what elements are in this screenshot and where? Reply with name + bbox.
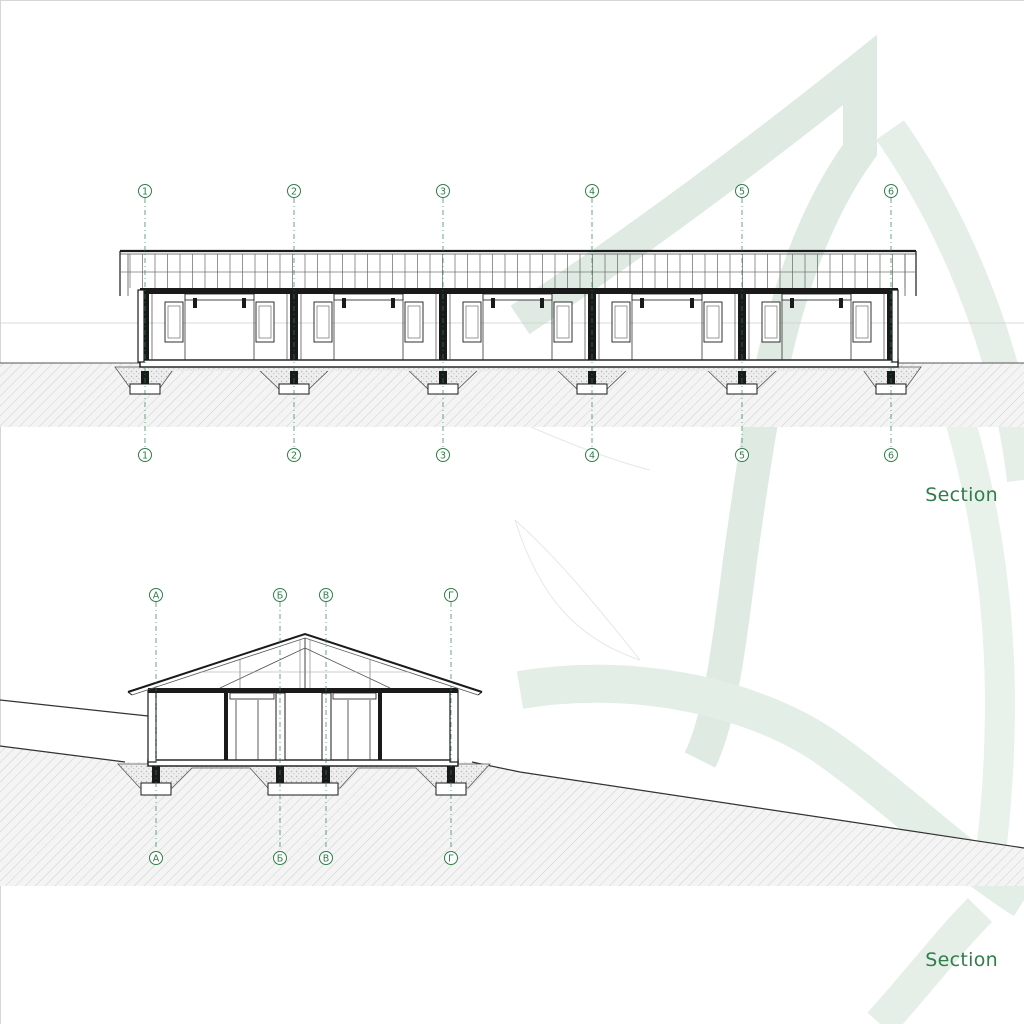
axis-label: В <box>323 854 330 865</box>
axis-bubble-top-6: 6 <box>884 184 898 198</box>
axis-bubble-top-Б: Б <box>273 588 287 602</box>
axis-bubble-top-5: 5 <box>735 184 749 198</box>
axis-bubble-bottom-5: 5 <box>735 448 749 462</box>
section-title-longitudinal: Section <box>925 484 998 506</box>
door <box>255 301 275 343</box>
axis-bubble-bottom-6: 6 <box>884 448 898 462</box>
axis-bubble-bottom-4: 4 <box>585 448 599 462</box>
axis-label: 1 <box>142 451 148 462</box>
door <box>611 301 631 343</box>
ceiling-beam <box>140 288 898 294</box>
axis-label: 2 <box>291 451 297 462</box>
axis-label: 4 <box>589 451 595 462</box>
axis-label: 6 <box>888 187 894 198</box>
axis-label: Г <box>448 591 454 602</box>
axis-bubble-bottom-Г: Г <box>444 851 458 865</box>
axis-bubble-top-Г: Г <box>444 588 458 602</box>
axis-bubble-bottom-Б: Б <box>273 851 287 865</box>
axis-label: А <box>153 591 160 602</box>
door <box>761 301 781 343</box>
door <box>553 301 573 343</box>
axis-label: 3 <box>440 451 446 462</box>
axis-label: Б <box>277 854 284 865</box>
axis-label: А <box>153 854 160 865</box>
axis-label: 3 <box>440 187 446 198</box>
axis-bubble-top-2: 2 <box>287 184 301 198</box>
axis-label: 6 <box>888 451 894 462</box>
axis-bubble-top-В: В <box>319 588 333 602</box>
axis-grid: 1 1 2 2 3 3 4 4 5 5 6 6 <box>138 184 898 462</box>
door <box>164 301 184 343</box>
axis-bubble-top-4: 4 <box>585 184 599 198</box>
door <box>313 301 333 343</box>
terrain-hatch <box>0 746 1024 886</box>
axis-label: В <box>323 591 330 602</box>
axis-bubble-top-3: 3 <box>436 184 450 198</box>
axis-label: 5 <box>739 187 745 198</box>
wall-left <box>147 689 157 763</box>
door <box>404 301 424 343</box>
door <box>852 301 872 343</box>
section-title-cross: Section <box>925 949 998 971</box>
axis-label: 2 <box>291 187 297 198</box>
door <box>703 301 723 343</box>
axis-bubble-bottom-В: В <box>319 851 333 865</box>
axis-bubble-bottom-2: 2 <box>287 448 301 462</box>
axis-bubble-bottom-1: 1 <box>138 448 152 462</box>
floor-slab <box>147 759 459 767</box>
roof-truss <box>129 254 906 288</box>
axis-label: Г <box>448 854 454 865</box>
axis-label: 5 <box>739 451 745 462</box>
cross-section: А А Б Б В В Г Г <box>0 588 1024 886</box>
longitudinal-section: 1 1 2 2 3 3 4 4 5 5 6 6 <box>0 184 1024 462</box>
axis-bubble-bottom-3: 3 <box>436 448 450 462</box>
axis-bubble-top-А: А <box>149 588 163 602</box>
axis-grid: А А Б Б В В Г Г <box>149 588 458 865</box>
axis-label: Б <box>277 591 284 602</box>
ceiling-beam <box>148 688 458 693</box>
axis-bubble-bottom-А: А <box>149 851 163 865</box>
floor-slab <box>139 359 899 368</box>
axis-label: 4 <box>589 187 595 198</box>
door <box>462 301 482 343</box>
axis-bubble-top-1: 1 <box>138 184 152 198</box>
gable-roof <box>127 632 483 693</box>
foundation <box>114 366 922 395</box>
axis-label: 1 <box>142 187 148 198</box>
